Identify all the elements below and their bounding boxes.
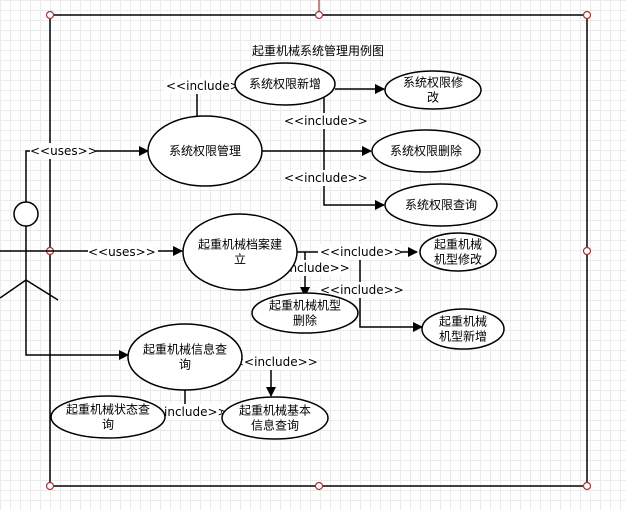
use-case-label: 机型修改	[434, 252, 482, 267]
use-case-ellipse[interactable]	[50, 395, 166, 439]
label-include-perm-query: <<include>>	[284, 171, 368, 185]
arrow-info-query	[25, 280, 129, 360]
use-case-label: 系统权限查询	[405, 198, 477, 212]
handle-middle-right	[582, 246, 592, 256]
label-include-model-edit: <<include>>	[320, 245, 404, 259]
handle-top-right	[582, 10, 592, 20]
use-case-label: 信息查询	[251, 418, 299, 433]
label-include-status-query: include>>	[164, 405, 228, 419]
use-case-label: 删除	[293, 313, 317, 328]
handle-bottom-middle	[314, 481, 324, 491]
label-include-basic-query: <<include>>	[234, 355, 318, 369]
use-case-perm-delete[interactable]: 系统权限删除	[371, 129, 481, 173]
use-case-ellipse[interactable]	[419, 232, 497, 272]
actor-left-leg	[0, 279, 27, 299]
use-case-perm-mgmt[interactable]: 系统权限管理	[147, 115, 263, 187]
handle-bottom-right	[582, 481, 592, 491]
label-include-perm-delete: <<include>>	[284, 114, 368, 128]
use-case-ellipse[interactable]	[221, 396, 329, 440]
use-case-label: 系统权限删除	[390, 143, 462, 158]
label-uses-1: <<uses>>	[30, 144, 98, 158]
use-case-ellipse[interactable]	[384, 183, 498, 227]
use-case-label: 起重机械	[439, 314, 487, 329]
actor-right-leg	[25, 279, 59, 301]
use-case-label: 立	[234, 252, 246, 267]
use-case-ellipse[interactable]	[127, 323, 243, 391]
use-case-ellipse[interactable]	[147, 115, 263, 187]
label-include-perm-add: <<include>	[166, 79, 240, 93]
use-case-perm-query[interactable]: 系统权限查询	[384, 183, 498, 227]
actor-head	[13, 201, 39, 227]
use-case-label: 起重机械信息查	[143, 342, 227, 357]
handle-bottom-left	[45, 481, 55, 491]
use-case-label: 询	[102, 418, 114, 432]
use-case-label: 起重机械	[434, 237, 482, 252]
use-case-ellipse[interactable]	[234, 62, 336, 106]
use-case-perm-add[interactable]: 系统权限新增	[234, 62, 336, 106]
handle-top-left	[45, 10, 55, 20]
use-case-ellipse[interactable]	[182, 213, 298, 291]
use-case-label: 起重机械档案建	[198, 237, 282, 252]
label-include-model-add: <<include>>	[320, 283, 404, 297]
use-case-ellipse[interactable]	[371, 129, 481, 173]
use-case-label: 系统权限修	[403, 75, 463, 90]
label-backgrounds	[30, 78, 402, 420]
include-arrow-model-add	[359, 252, 423, 332]
connector-labels: <<uses>> <<uses>> <<include> <<include>>…	[30, 79, 404, 419]
use-case-ellipse[interactable]	[251, 292, 359, 334]
use-case-label: 起重机械状态查	[66, 402, 150, 417]
use-case-ellipse[interactable]	[384, 70, 482, 110]
use-case-label: 改	[427, 91, 439, 105]
use-case-label: 起重机械基本	[239, 403, 311, 418]
label-uses-2: <<uses>>	[88, 245, 156, 259]
use-case-label: 询	[179, 358, 191, 372]
use-case-label: 系统权限管理	[169, 143, 241, 158]
use-case-label: 机型新增	[439, 329, 487, 344]
handle-top-middle	[314, 10, 324, 20]
uses-arrow-perm-mgmt	[25, 146, 149, 202]
use-case-label: 系统权限新增	[249, 76, 321, 91]
diagram-title: 起重机械系统管理用例图	[252, 43, 384, 58]
use-case-ellipse[interactable]	[421, 308, 505, 350]
use-case-label: 起重机械机型	[269, 298, 341, 313]
